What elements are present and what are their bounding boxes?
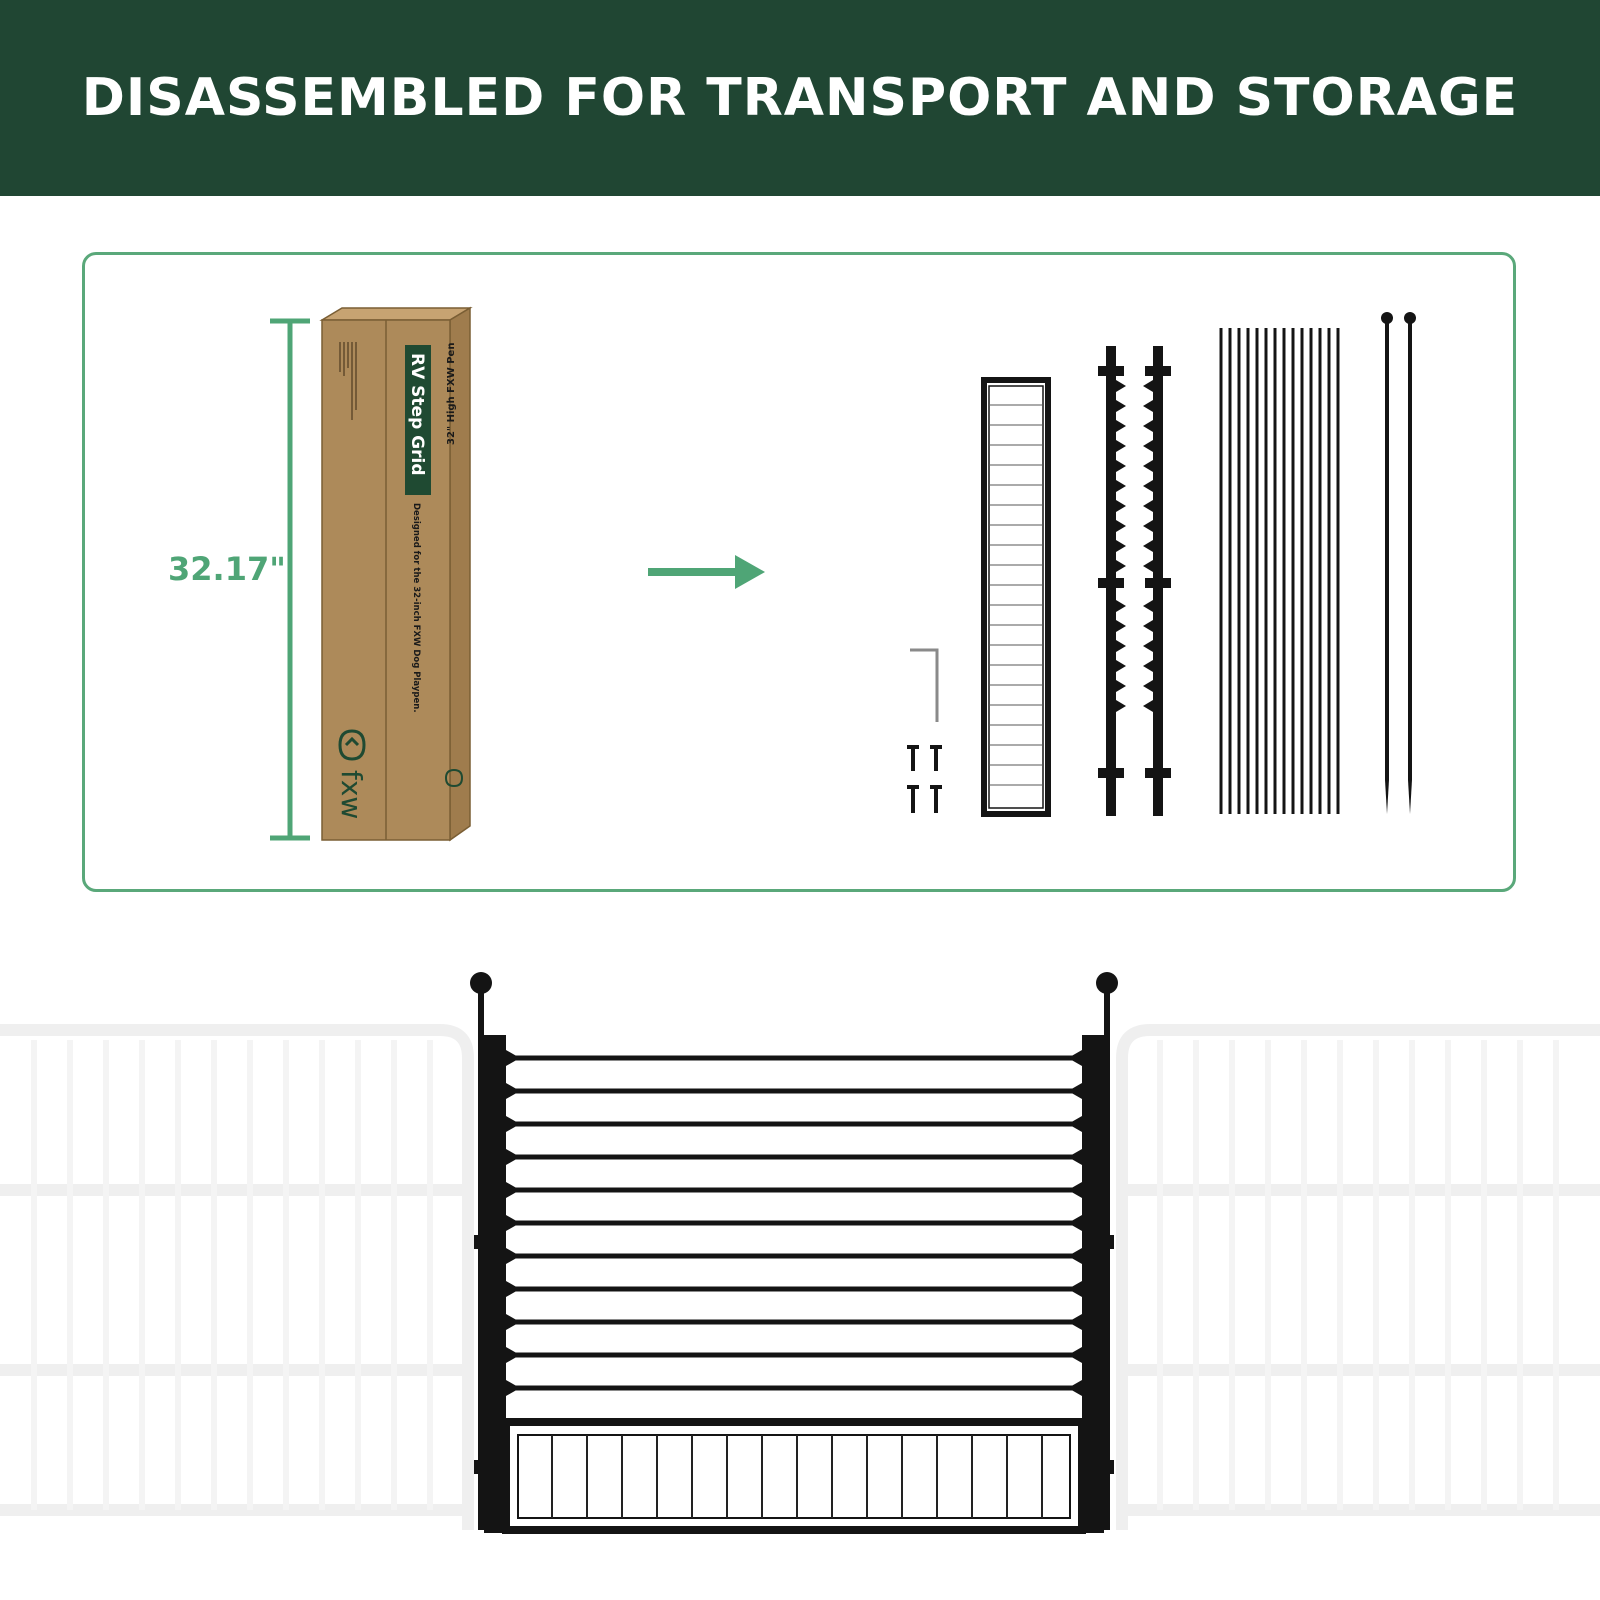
box-product-name: RV Step Grid xyxy=(407,353,427,476)
banner-title: DISASSEMBLED FOR TRANSPORT AND STORAGE xyxy=(81,68,1519,128)
playpen-panel-left-bars xyxy=(31,1040,433,1510)
grid-bar-brackets xyxy=(506,1050,1082,1396)
arrow-right-icon xyxy=(648,555,765,589)
box-side-logo-icon xyxy=(444,768,464,788)
box-side-text: 32" High FXW Pen xyxy=(446,343,457,445)
header-banner: DISASSEMBLED FOR TRANSPORT AND STORAGE xyxy=(0,0,1600,196)
ground-stakes-part xyxy=(1381,312,1416,814)
grid-side-frames xyxy=(474,1035,1114,1533)
fxw-logo-icon xyxy=(338,729,366,761)
shipping-box: RV Step Grid Designed for the 32-inch FX… xyxy=(319,306,473,842)
box-fine-print xyxy=(339,342,357,420)
grid-horizontal-bars xyxy=(506,1055,1082,1391)
box-product-label-bg xyxy=(405,345,431,495)
screws-icon xyxy=(907,745,942,813)
side-rails-part xyxy=(1098,346,1171,816)
playpen-panel-right-bars xyxy=(1157,1040,1559,1510)
height-dimension-line xyxy=(270,318,310,841)
box-height-label: 32.17" xyxy=(168,550,286,588)
bars-part xyxy=(1219,328,1340,814)
grid-bottom-mesh xyxy=(502,1418,1086,1534)
disassembly-panel xyxy=(82,252,1516,892)
grid-panel-part xyxy=(981,377,1051,817)
box-brand: fxw xyxy=(335,770,368,819)
assembled-step-grid xyxy=(470,972,1118,1534)
hex-key-icon xyxy=(910,648,939,722)
box-tagline: Designed for the 32-inch FXW Dog Playpen… xyxy=(411,503,421,713)
playpen-panel-left xyxy=(0,1024,474,1530)
finial-posts xyxy=(470,972,1118,1530)
